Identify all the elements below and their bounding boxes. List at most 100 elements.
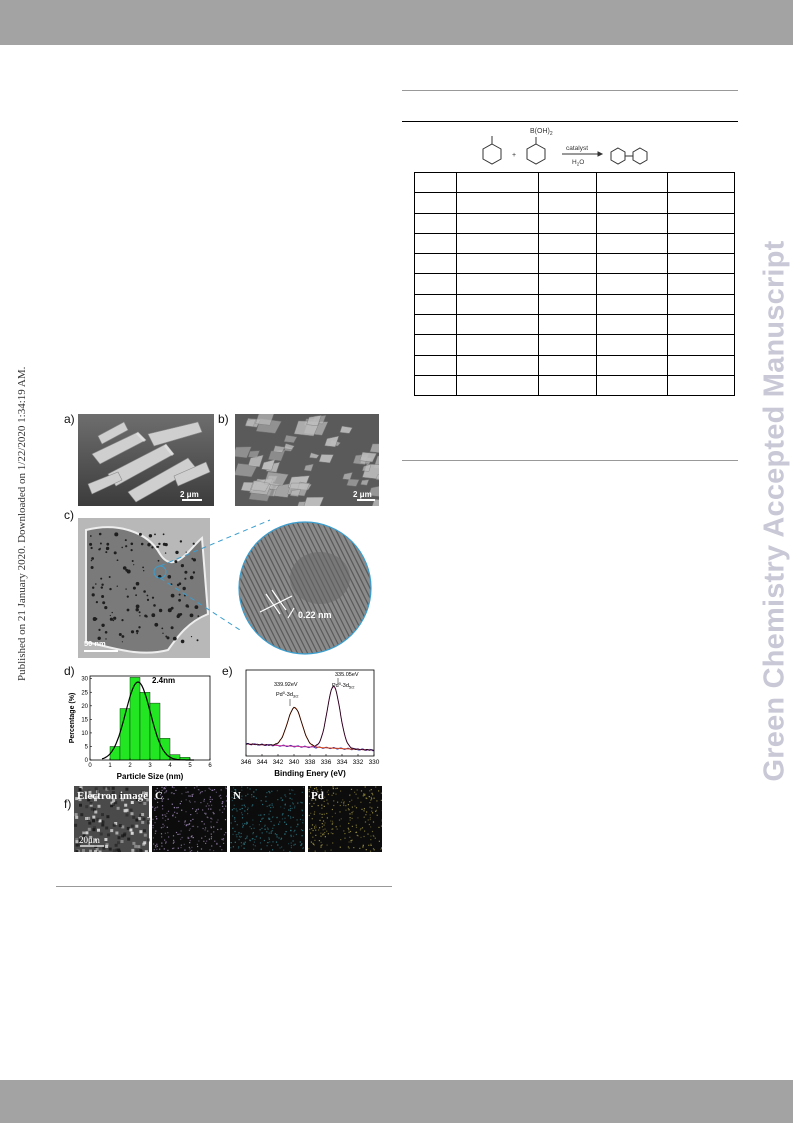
gaussian-fit [101,681,194,761]
table-cell [456,374,539,397]
table-cell [414,192,457,214]
table-cell [667,334,735,356]
x-tick-label: 334 [337,759,348,766]
x-tick-label: 0 [88,763,92,769]
table-header-rule [402,121,738,122]
eds-map-label: Electron image [77,790,148,802]
sem-image-a: 2 μm [78,414,214,506]
tem-image-c: 50 nm [78,518,210,658]
scale-label-a: 2 μm [180,490,199,499]
table-cell [456,232,539,255]
table-cell [414,232,457,255]
eds-map-2: N [230,786,305,853]
lattice-label: 0.22 nm [298,610,332,620]
peak-energy-label: 335.05eV [335,672,359,678]
table-cell [667,253,735,275]
zoom-connector [153,519,271,630]
table-cell [596,314,668,336]
svg-text:H2O: H2O [572,159,584,167]
table-cell [538,171,597,194]
plus-sign: + [512,152,516,159]
table-row [414,354,735,376]
table-cell [596,334,668,356]
table-cell [596,212,668,234]
y-tick-label: 25 [81,690,88,696]
y-tick-label: 20 [81,704,88,710]
table-cell [456,212,539,234]
histogram-bar [139,692,151,761]
table-cell [538,192,597,214]
table-cell [456,334,539,356]
arrow-bottom-label: H [572,159,577,166]
table-cell [596,354,668,376]
eds-map-1: C [152,786,228,852]
table-row [414,293,735,316]
table-row [414,212,735,234]
histogram-bar [149,702,161,761]
x-axis-label: Particle Size (nm) [117,772,184,781]
publication-note: Published on 21 January 2020. Downloaded… [16,366,28,681]
table-cell [414,334,457,356]
histogram-bar [109,746,121,761]
arrow-top-label: catalyst [566,145,588,152]
peak-assignment-label: Pd0-3d5/2 [332,681,355,690]
panel-label-e: e) [222,664,233,678]
table-row [414,374,735,397]
table-cell [667,232,735,255]
watermark: Green Chemistry Accepted Manuscript [758,240,791,782]
table-cell [596,232,668,255]
table-row [414,232,735,255]
biphenyl-ring-2 [632,147,648,165]
table-cell [596,253,668,275]
top-banner [0,0,793,45]
table-cell [414,374,457,397]
x-axis-label: Binding Enery (eV) [274,769,346,778]
table-cell [414,253,457,275]
figure-bottom-rule [56,886,392,887]
table-cell [414,354,457,376]
size-annotation: 2.4nm [152,676,175,685]
eds-map-3: Pd [308,786,384,852]
panel-label-a: a) [64,412,75,426]
table-cell [414,273,457,295]
table-cell [414,171,457,194]
table-row [414,314,735,336]
table-cell [667,212,735,234]
peak-assignment-label: Pd0-3d3/2 [276,690,299,699]
table-cell [538,273,597,295]
boronic-label: B(OH) [530,128,550,135]
table-cell [596,273,668,295]
x-tick-label: 5 [188,763,192,769]
scale-label-c: 50 nm [84,639,106,648]
y-axis-label: Percentage (%) [69,693,76,744]
y-tick-label: 30 [81,677,88,683]
table-cell [456,273,539,295]
table-cell [538,232,597,255]
table-cell [538,293,597,316]
y-tick-label: 5 [85,744,89,750]
table-cell [538,212,597,234]
table-cell [596,293,668,316]
x-tick-label: 330 [369,759,380,766]
table-cell [538,374,597,397]
x-tick-label: 336 [321,759,332,766]
table-row [414,253,735,275]
x-tick-label: 2 [128,763,132,769]
table-row [414,273,735,295]
table-cell [538,253,597,275]
phenylboronic-ring [526,143,546,165]
panel-label-c: c) [64,508,74,522]
x-tick-label: 340 [289,759,300,766]
scale-label-b: 2 μm [353,490,372,499]
x-tick-label: 332 [353,759,364,766]
panel-label-f: f) [64,797,72,811]
table-cell [456,253,539,275]
table-cell [667,293,735,316]
y-tick-label: 0 [85,758,89,764]
iodobenzene-ring [482,143,502,165]
x-tick-label: 4 [168,763,172,769]
svg-text:B(OH)2: B(OH)2 [530,128,553,137]
